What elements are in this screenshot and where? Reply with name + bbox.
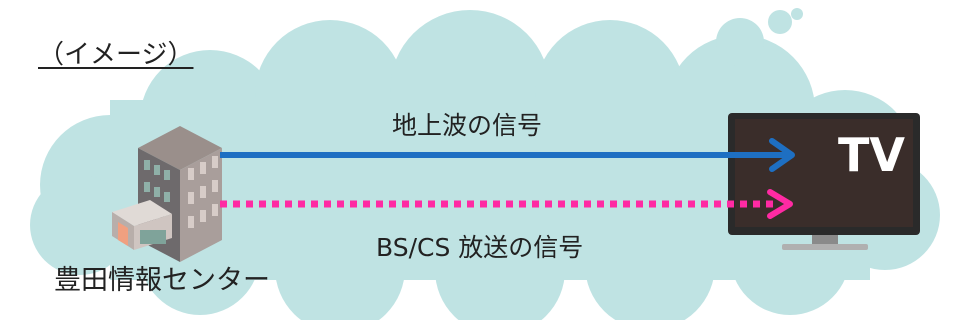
terrestrial-signal-label: 地上波の信号 <box>392 111 543 140</box>
thought-bubbles <box>716 8 803 66</box>
center-label: 豊田情報センター <box>54 265 270 296</box>
image-caption: （イメージ） <box>38 40 194 70</box>
bs-cs-signal-label: BS/CS 放送の信号 <box>376 233 584 262</box>
terrestrial-signal-arrow <box>220 138 795 172</box>
tv-icon <box>728 113 920 250</box>
bs-cs-signal-arrow <box>220 189 793 219</box>
building-icon <box>112 126 222 262</box>
tv-label: TV <box>838 128 905 182</box>
